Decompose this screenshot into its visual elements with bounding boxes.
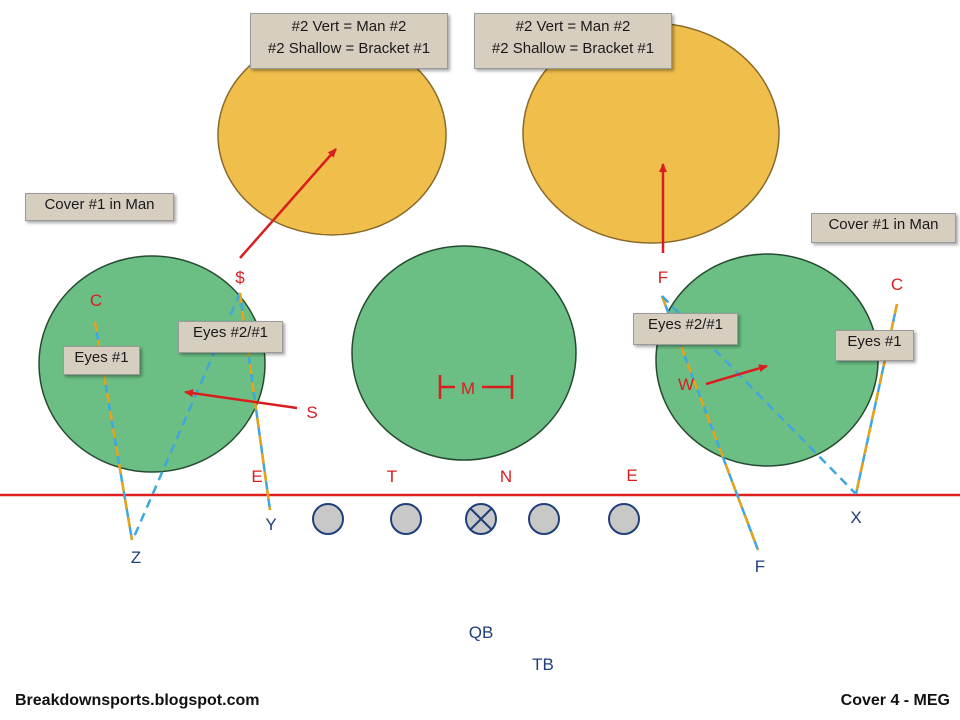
note-right-deep-rules: #2 Vert = Man #2 #2 Shallow = Bracket #1 [474,13,672,69]
offense-split-end: Z [131,548,141,567]
offense-flanker: F [755,557,765,576]
note-left-deep-rules: #2 Vert = Man #2 #2 Shallow = Bracket #1 [250,13,448,69]
note-line: #2 Vert = Man #2 [291,18,407,35]
note-right-eyes-2-1: Eyes #2/#1 [633,313,738,345]
defender-left-corner: C [90,291,102,310]
defender-left-end: E [251,467,262,486]
defender-mike: M [461,379,475,398]
note-left-cover-man: Cover #1 in Man [25,193,174,221]
drop-arrow-sam [184,389,298,410]
note-line: Eyes #2/#1 [647,316,724,333]
defender-will: W [678,375,694,394]
offensive-lineman [528,503,560,535]
drop-arrow-strong-safety [239,148,337,259]
note-line: Cover #1 in Man [44,196,155,213]
offense-tight-end: Y [265,515,276,534]
center-x-mark [470,508,492,530]
note-line: #2 Shallow = Bracket #1 [267,40,431,57]
offensive-lineman [390,503,422,535]
flat-zone-left [38,255,266,473]
hook-zone-middle [351,245,577,461]
defender-strong-safety: $ [235,268,245,287]
offensive-lineman [312,503,344,535]
note-right-eyes-1: Eyes #1 [835,330,914,361]
defender-tackle: T [387,467,397,486]
offense-wide-receiver: X [850,508,861,527]
note-line: #2 Shallow = Bracket #1 [491,40,655,57]
offense-quarterback: QB [469,623,494,642]
footer-title: Cover 4 - MEG [840,692,950,709]
offense-tailback: TB [532,655,554,674]
note-line: Eyes #2/#1 [192,324,269,341]
note-line: Cover #1 in Man [828,216,939,233]
drop-arrow-will [705,364,768,386]
note-left-eyes-2-1: Eyes #2/#1 [178,321,283,353]
note-line: #2 Vert = Man #2 [515,18,631,35]
defender-nose: N [500,467,512,486]
defender-right-end: E [626,466,637,485]
note-left-eyes-1: Eyes #1 [63,346,140,375]
note-line: Eyes #1 [847,333,902,350]
read-line-c-to-x-overlay [854,303,899,495]
defender-free-safety: F [658,268,668,287]
footer-source: Breakdownsports.blogspot.com [15,692,260,709]
defender-sam: S [306,403,317,422]
note-line: Eyes #1 [74,349,129,366]
offensive-lineman [608,503,640,535]
defender-right-corner: C [891,275,903,294]
note-right-cover-man: Cover #1 in Man [811,213,956,243]
